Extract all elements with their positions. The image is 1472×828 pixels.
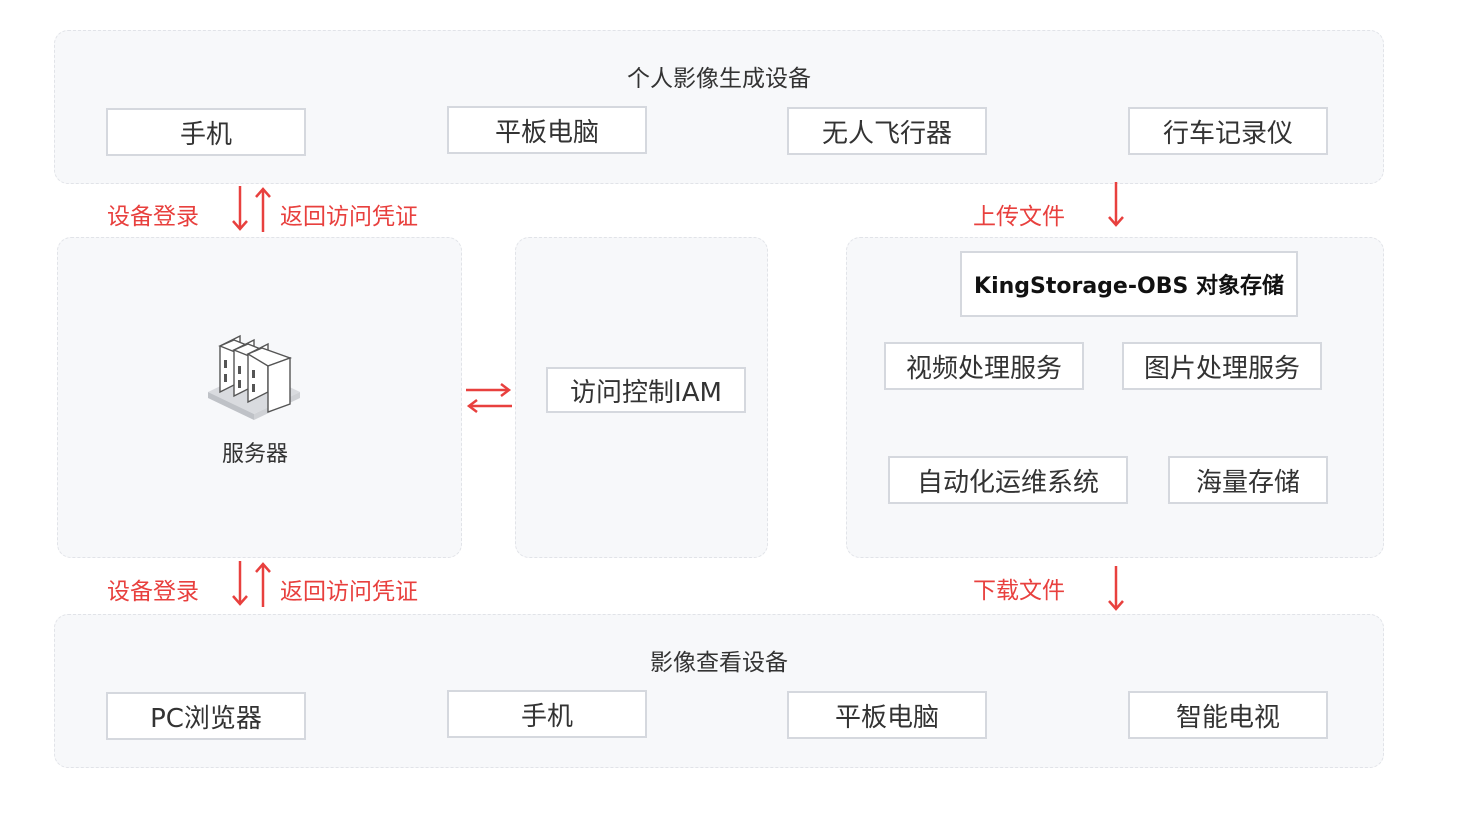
flow-label-download: 下载文件: [973, 578, 1065, 604]
service-image-processing: 图片处理服务: [1122, 342, 1322, 390]
panel-title: 影像查看设备: [650, 650, 788, 676]
flow-label-login-bottom: 设备登录: [107, 579, 199, 605]
flow-label-login-top: 设备登录: [107, 204, 199, 230]
obs-header-box: KingStorage-OBS 对象存储: [960, 251, 1298, 317]
panel-title: 个人影像生成设备: [627, 66, 811, 92]
service-video-processing: 视频处理服务: [884, 342, 1084, 390]
server-rack-icon: [208, 334, 300, 420]
arrow-up-icon: [255, 187, 271, 232]
arrow-down-icon: [1108, 182, 1124, 227]
device-phone: 手机: [106, 108, 306, 156]
device-tablet: 平板电脑: [447, 106, 647, 154]
arrow-up-icon: [255, 562, 271, 607]
flow-label-upload: 上传文件: [973, 204, 1065, 230]
flow-label-credential-bottom: 返回访问凭证: [280, 579, 418, 605]
arrow-down-icon: [232, 561, 248, 606]
server-label: 服务器: [221, 442, 288, 467]
viewer-smart-tv: 智能电视: [1128, 691, 1328, 739]
arrow-down-icon: [1108, 566, 1124, 611]
iam-box: 访问控制IAM: [546, 367, 746, 413]
device-dashcam: 行车记录仪: [1128, 107, 1328, 155]
viewer-phone: 手机: [447, 690, 647, 738]
service-mass-storage: 海量存储: [1168, 456, 1328, 504]
flow-label-credential-top: 返回访问凭证: [280, 204, 418, 230]
service-automated-ops: 自动化运维系统: [888, 456, 1128, 504]
arrow-down-icon: [232, 186, 248, 231]
bidirectional-arrow-icon: [466, 383, 512, 413]
viewer-pc-browser: PC浏览器: [106, 692, 306, 740]
viewer-tablet: 平板电脑: [787, 691, 987, 739]
device-drone: 无人飞行器: [787, 107, 987, 155]
